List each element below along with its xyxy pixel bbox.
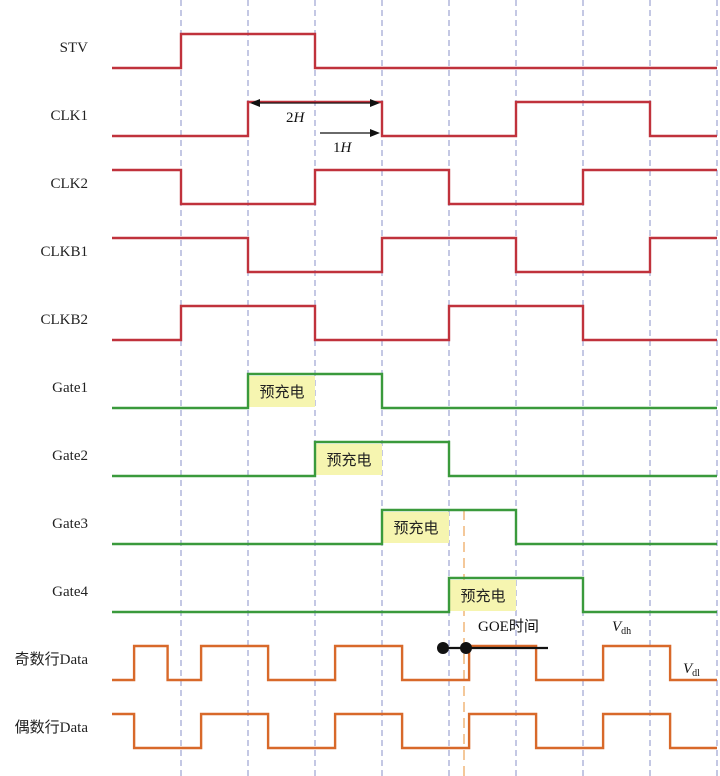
- vdl-label: Vdl: [683, 661, 700, 679]
- waveform-gate1: [112, 372, 717, 410]
- signal-label: Gate4: [52, 584, 88, 600]
- waveform-clk1: [112, 100, 717, 138]
- precharge-box: [383, 512, 449, 543]
- signal-label: 奇数行Data: [15, 651, 89, 668]
- one-h-arrow-right: [370, 129, 380, 137]
- signal-label: Gate2: [52, 448, 88, 464]
- goe-start-dot: [437, 642, 449, 654]
- signal-label: Gate1: [52, 380, 88, 396]
- precharge-label: 预充电: [460, 587, 505, 605]
- two-h-label: 2H: [286, 110, 306, 126]
- waveform-偶数行data: [112, 712, 717, 750]
- signal-label: CLKB1: [40, 244, 88, 260]
- signal-label: STV: [60, 40, 89, 56]
- signal-label: Gate3: [52, 516, 88, 532]
- waveform-stv: [112, 32, 717, 70]
- goe-label: GOE时间: [478, 618, 539, 635]
- precharge-box: [316, 444, 382, 475]
- goe-end-dot: [460, 642, 472, 654]
- precharge-label: 预充电: [259, 383, 304, 401]
- annotations: 2H 1H GOE时间 Vdh Vdl: [250, 99, 700, 679]
- vdh-label: Vdh: [612, 619, 631, 637]
- waveform-clk2: [112, 168, 717, 206]
- waveform-gate2: [112, 440, 717, 478]
- waveform-gate3: [112, 508, 717, 546]
- signal-label: 偶数行Data: [15, 719, 89, 736]
- waveform-clkb1: [112, 236, 717, 274]
- waveform-gate4: [112, 576, 717, 614]
- one-h-label: 1H: [333, 140, 353, 156]
- signal-label: CLK2: [51, 176, 89, 192]
- waveform-clkb2: [112, 304, 717, 342]
- signal-label: CLK1: [51, 108, 89, 124]
- waveform-奇数行data: [112, 644, 717, 682]
- waveforms: [112, 32, 717, 750]
- two-h-arrow-right: [370, 99, 380, 107]
- signal-label: CLKB2: [40, 312, 88, 328]
- two-h-arrow-left: [250, 99, 260, 107]
- precharge-label: 预充电: [393, 519, 438, 537]
- signal-labels: STV CLK1CLK2CLKB1CLKB2Gate1Gate2Gate3Gate…: [15, 40, 89, 736]
- precharge-box: [450, 580, 516, 611]
- precharge-box: [249, 376, 315, 407]
- precharge-label: 预充电: [326, 451, 371, 469]
